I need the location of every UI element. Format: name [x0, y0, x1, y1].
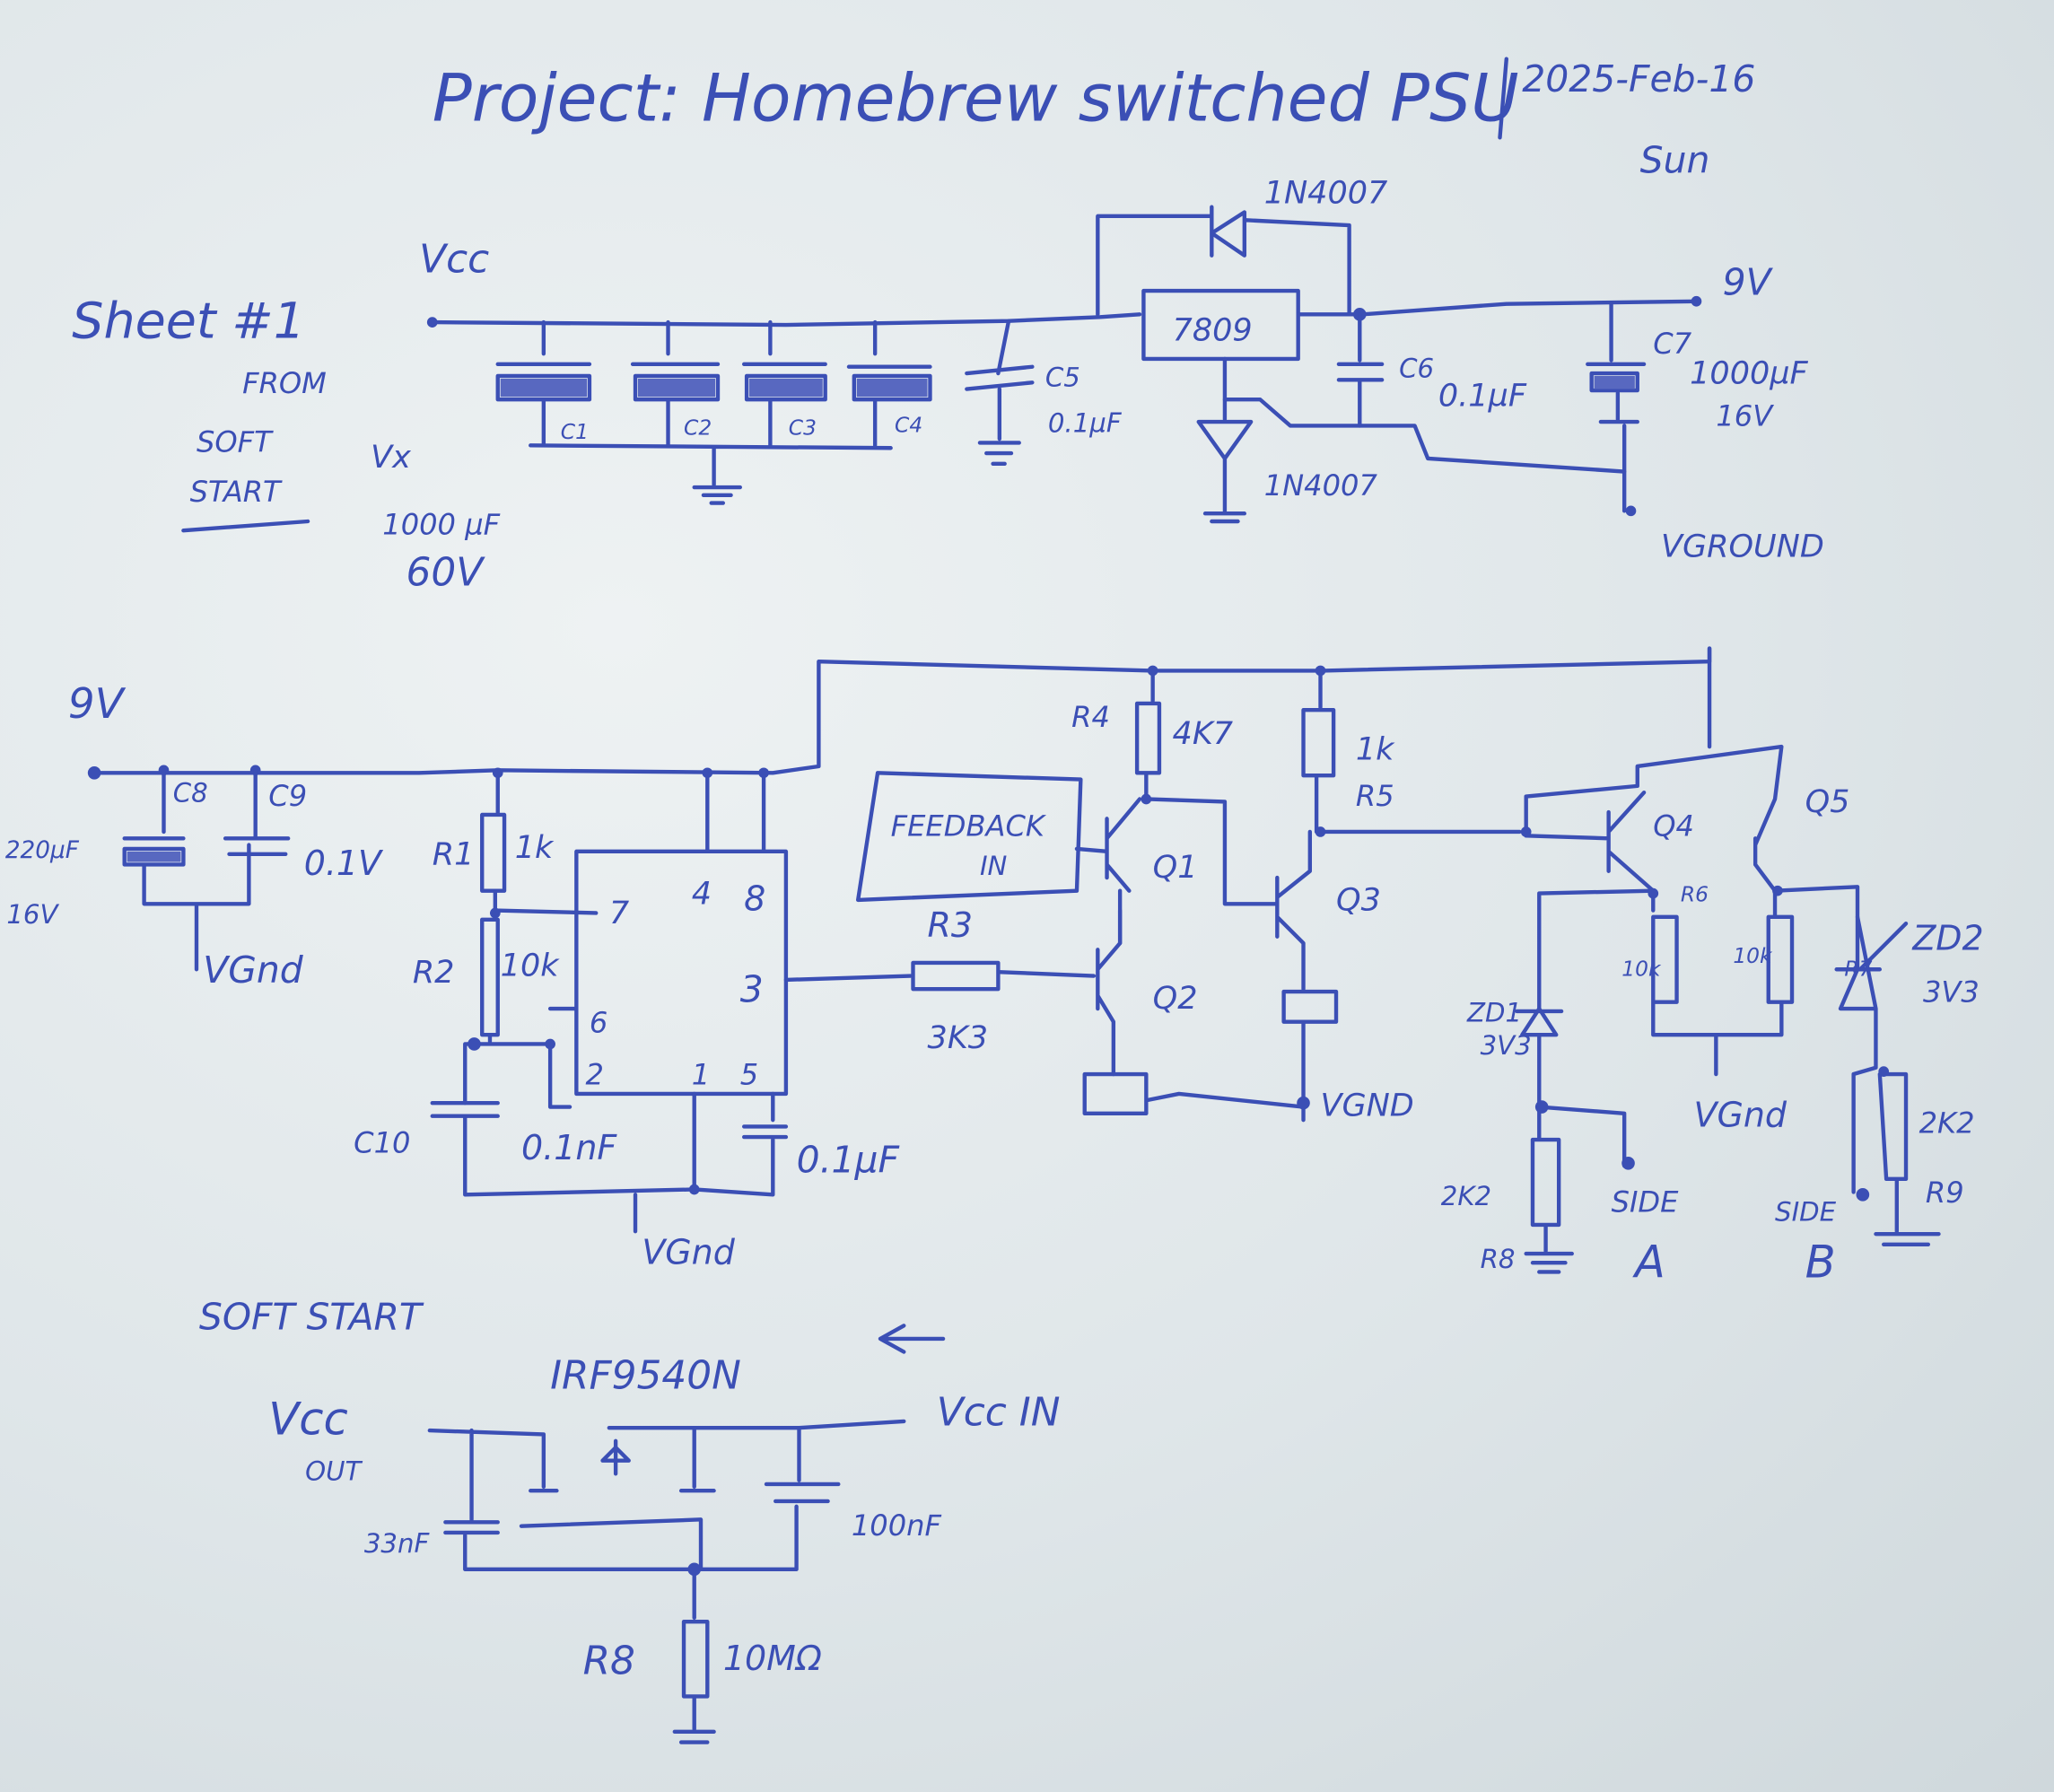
- regulator-section: Vcc FROM SOFT START Vx 1000 µF 60V C1 C2…: [181, 174, 1824, 596]
- r1-value: 1k: [515, 829, 555, 866]
- r5-value: 1k: [1356, 731, 1395, 768]
- pin-1: 1: [692, 1058, 710, 1092]
- c5-label: C5: [1045, 363, 1080, 393]
- project-title: Project: Homebrew switched PSU: [433, 60, 1519, 136]
- bulk-cap-voltage: 60V: [406, 550, 486, 596]
- oscillator-section: 9V C8 C9 220µF 16V 0.1V VGnd R1 1k R2 10…: [5, 646, 1712, 1272]
- c9-value: 0.1V: [304, 844, 384, 883]
- c8-value: 220µF: [5, 837, 80, 864]
- pin-4: 4: [692, 875, 712, 912]
- r5-label: R5: [1356, 779, 1394, 813]
- vgnd-label-3: VGND: [1320, 1088, 1413, 1124]
- supply-9v-label: 9V: [68, 680, 127, 729]
- feedback-in-label: IN: [980, 851, 1008, 881]
- r1-label: R1: [433, 835, 475, 872]
- vgnd-label-2: VGnd: [642, 1233, 735, 1272]
- zd1-value: 3V3: [1481, 1030, 1532, 1061]
- c8-label: C8: [173, 777, 208, 808]
- gate-resistor-label: R8: [583, 1639, 635, 1684]
- r2-value: 10k: [501, 948, 561, 984]
- c4-label: C4: [895, 413, 922, 438]
- driver-section: FEEDBACK IN R3 3K3 Q2 R4 4K7 Q1 1k R5 Q3…: [783, 646, 1984, 1288]
- pin-6: 6: [590, 1005, 607, 1039]
- c5-value: 0.1µF: [1048, 408, 1123, 439]
- r6-value: 10k: [1621, 957, 1662, 982]
- side-b-label: B: [1805, 1236, 1836, 1288]
- soft-label: SOFT: [197, 425, 274, 459]
- vground-label: VGROUND: [1661, 528, 1824, 564]
- vcc-label: Vcc: [419, 237, 489, 283]
- bulk-cap-value: 1000 µF: [382, 508, 500, 542]
- vgnd-label-1: VGnd: [203, 948, 304, 992]
- pin-7: 7: [609, 895, 629, 931]
- gate-cap-value: 33nF: [364, 1528, 431, 1559]
- zd1-label: ZD1: [1466, 998, 1522, 1028]
- pin-2: 2: [586, 1058, 604, 1092]
- q3-label: Q3: [1336, 882, 1381, 919]
- vcc-in-label: Vcc IN: [937, 1389, 1061, 1435]
- q1-label: Q1: [1153, 849, 1198, 886]
- softstart-title: SOFT START: [199, 1296, 424, 1339]
- c10-value: 0.1nF: [521, 1128, 617, 1167]
- c10-label: C10: [354, 1126, 410, 1160]
- r9-label: R9: [1926, 1176, 1964, 1210]
- start-label: START: [190, 475, 283, 509]
- c3-label: C3: [789, 415, 817, 441]
- vcc-out-label: Vcc: [268, 1393, 348, 1445]
- vgnd-label-4: VGnd: [1694, 1095, 1787, 1134]
- sheet-number: Sheet #1: [72, 293, 305, 351]
- softstart-section: SOFT START IRF9540N Vcc OUT Vcc IN 33nF …: [199, 1296, 1061, 1744]
- q2-label: Q2: [1153, 980, 1198, 1017]
- c6-value: 0.1µF: [1438, 378, 1527, 415]
- c2-label: C2: [684, 415, 712, 441]
- c7-value: 1000µF: [1690, 355, 1808, 392]
- pin-3: 3: [740, 968, 764, 1011]
- q5-label: Q5: [1805, 783, 1850, 820]
- date: 2025-Feb-16: [1522, 57, 1755, 101]
- r4-label: R4: [1071, 700, 1110, 734]
- side-b-word: SIDE: [1775, 1197, 1837, 1228]
- r7-value: 10k: [1733, 943, 1773, 968]
- feedback-label: FEEDBACK: [891, 809, 1047, 843]
- c7-label: C7: [1653, 327, 1691, 361]
- c11-value: 0.1µF: [797, 1139, 900, 1182]
- zd2-value: 3V3: [1923, 975, 1980, 1010]
- regulator-label: 7809: [1173, 312, 1253, 349]
- r3-value: 3K3: [928, 1019, 989, 1056]
- pin-8: 8: [744, 879, 765, 919]
- out-label: OUT: [305, 1456, 363, 1487]
- c8-voltage: 16V: [6, 899, 59, 930]
- q4-label: Q4: [1653, 809, 1694, 843]
- header: Project: Homebrew switched PSU 2025-Feb-…: [72, 57, 1755, 351]
- r8-label: R8: [1481, 1244, 1516, 1274]
- c9-label: C9: [268, 779, 307, 813]
- r6-label: R6: [1681, 881, 1709, 906]
- r2-label: R2: [413, 954, 455, 991]
- gate-resistor-value: 10MΩ: [723, 1639, 822, 1678]
- mosfet-label: IRF9540N: [550, 1352, 741, 1398]
- c7-voltage: 16V: [1716, 398, 1774, 433]
- r3-label: R3: [928, 905, 974, 945]
- c6-label: C6: [1399, 353, 1434, 383]
- output-9v-label: 9V: [1723, 260, 1774, 303]
- vx-label: Vx: [371, 439, 412, 476]
- from-label: FROM: [242, 366, 327, 400]
- side-a-label: A: [1632, 1236, 1665, 1288]
- r9-value: 2K2: [1919, 1106, 1975, 1141]
- zd2-label: ZD2: [1911, 918, 1983, 957]
- r4-value: 4K7: [1173, 715, 1234, 752]
- input-cap-value: 100nF: [852, 1508, 942, 1543]
- c1-label: C1: [561, 419, 589, 444]
- pin-5: 5: [740, 1058, 758, 1092]
- day: Sun: [1640, 139, 1710, 182]
- diode-top-label: 1N4007: [1264, 174, 1388, 211]
- r8-value: 2K2: [1441, 1181, 1491, 1211]
- regulator-7809: [1141, 288, 1300, 362]
- bulk-capacitors: C1 C2 C3 C4: [495, 319, 932, 505]
- side-a-word: SIDE: [1612, 1184, 1680, 1219]
- diode-bottom-label: 1N4007: [1264, 468, 1378, 503]
